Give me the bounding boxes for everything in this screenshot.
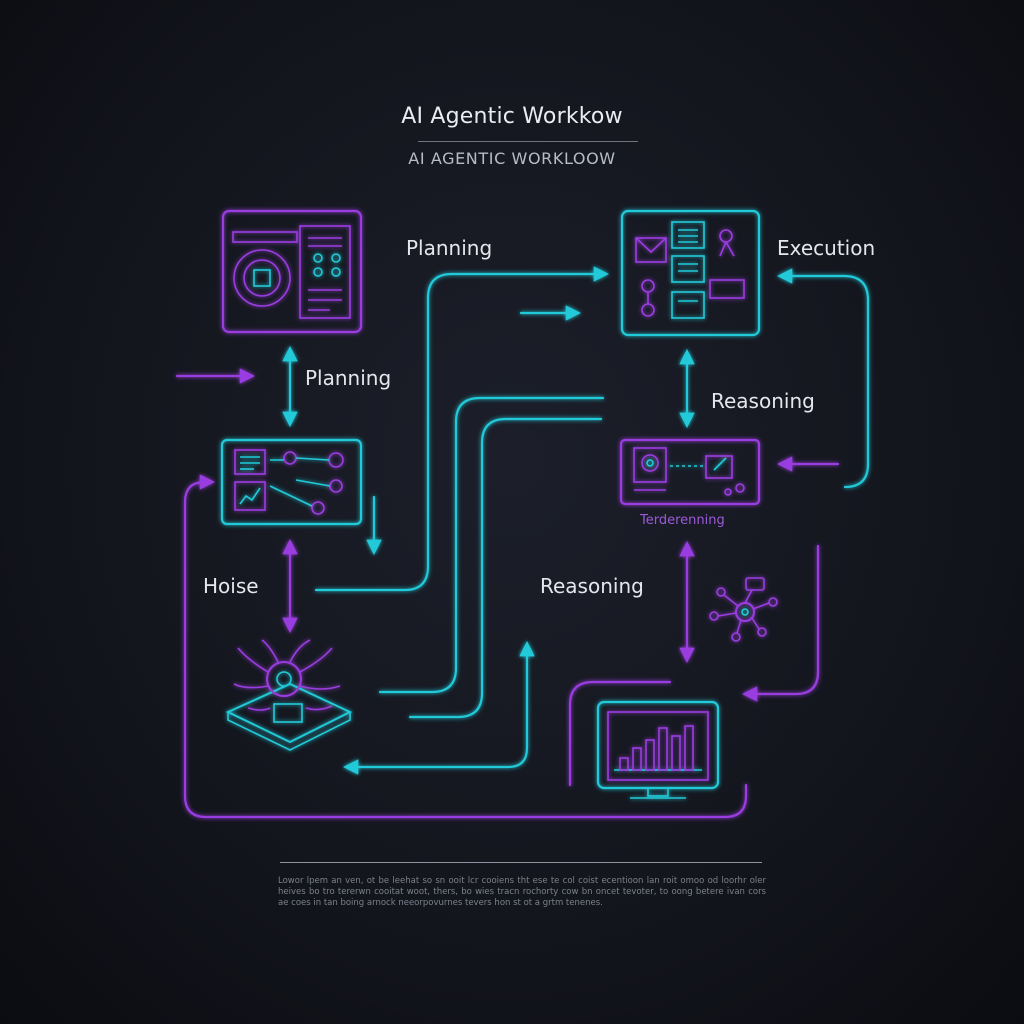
neural-chip-icon [225,639,353,751]
connector [314,266,610,592]
connector [408,417,603,719]
workflow-document-icon [620,209,761,337]
connector [378,396,605,694]
bar-chart-monitor-icon [596,700,720,799]
diagram-title: AI Agentic Workkow [401,104,623,129]
process-chart-icon [619,438,761,506]
hub-network-icon [709,577,778,642]
connector [568,680,672,787]
label-planning-top: Planning [406,236,493,260]
title-divider [418,141,638,142]
connector [776,268,870,489]
label-execution: Execution [777,236,876,260]
connector [741,544,820,702]
label-reasoning-center: Reasoning [540,574,644,598]
connector [183,474,748,819]
footer-text: Lowor lpem an ven, ot be leehat so sn oo… [278,876,766,908]
label-reasoning-right: Reasoning [711,389,815,413]
diagram-subtitle: AI AGENTIC WORKLOOW [408,149,616,168]
connector [342,640,535,775]
label-hoise: Hoise [203,574,259,598]
footer-divider [280,862,762,863]
label-planning-left: Planning [305,366,392,390]
label-reasoning-caption: Terderenning [640,513,725,528]
dashboard-panel-icon [221,209,363,334]
network-graph-icon [220,438,363,526]
